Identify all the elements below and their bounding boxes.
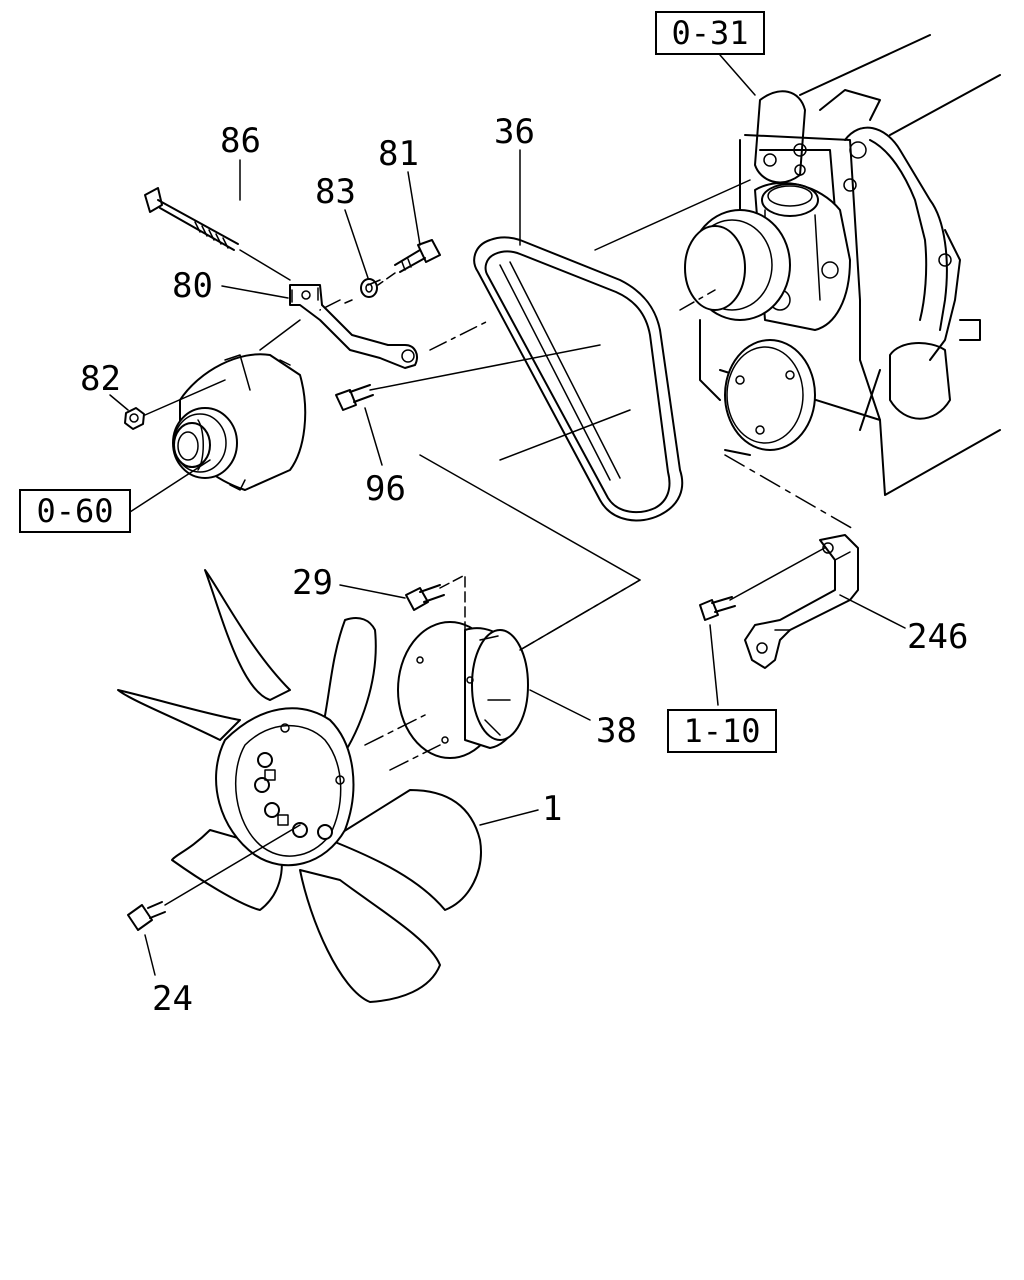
part-label-83: 83	[315, 172, 356, 212]
ref-0-31-text: 0-31	[671, 14, 748, 52]
v-belt-drawing	[473, 236, 684, 522]
nut-82-drawing	[124, 407, 145, 430]
part-label-36: 36	[494, 112, 535, 152]
part-label-1: 1	[542, 789, 562, 829]
long-bolt-86-drawing	[144, 187, 239, 251]
part-label-81: 81	[378, 134, 419, 174]
ref-box-0-60[interactable]: 0-60	[19, 489, 131, 533]
part-label-86: 86	[220, 121, 261, 161]
ref-0-60-text: 0-60	[36, 492, 113, 530]
label-leaders	[109, 54, 906, 976]
ref-box-1-10[interactable]: 1-10	[667, 709, 777, 753]
ref-box-0-31[interactable]: 0-31	[655, 11, 765, 55]
bracket-246-drawing	[744, 534, 859, 669]
ref-1-10-text: 1-10	[683, 712, 760, 750]
leader-lines-upper	[144, 179, 856, 651]
engine-block-drawing	[684, 34, 1001, 496]
cooling-fan-drawing	[117, 569, 482, 1003]
bolt-96-drawing	[335, 384, 374, 411]
bolt-1-10-drawing	[699, 596, 736, 621]
fan-hub-38-drawing	[397, 579, 641, 759]
adjusting-bracket-80-drawing	[289, 284, 418, 369]
part-label-24: 24	[152, 979, 193, 1019]
part-label-96: 96	[365, 469, 406, 509]
part-label-82: 82	[80, 359, 121, 399]
bolt-81-drawing	[394, 239, 441, 273]
bolt-29-drawing	[405, 574, 466, 631]
part-label-29: 29	[292, 563, 333, 603]
part-label-246: 246	[907, 617, 968, 657]
part-label-38: 38	[596, 711, 637, 751]
alternator-drawing	[172, 353, 307, 491]
part-label-80: 80	[172, 266, 213, 306]
bolt-24-drawing	[127, 824, 301, 931]
